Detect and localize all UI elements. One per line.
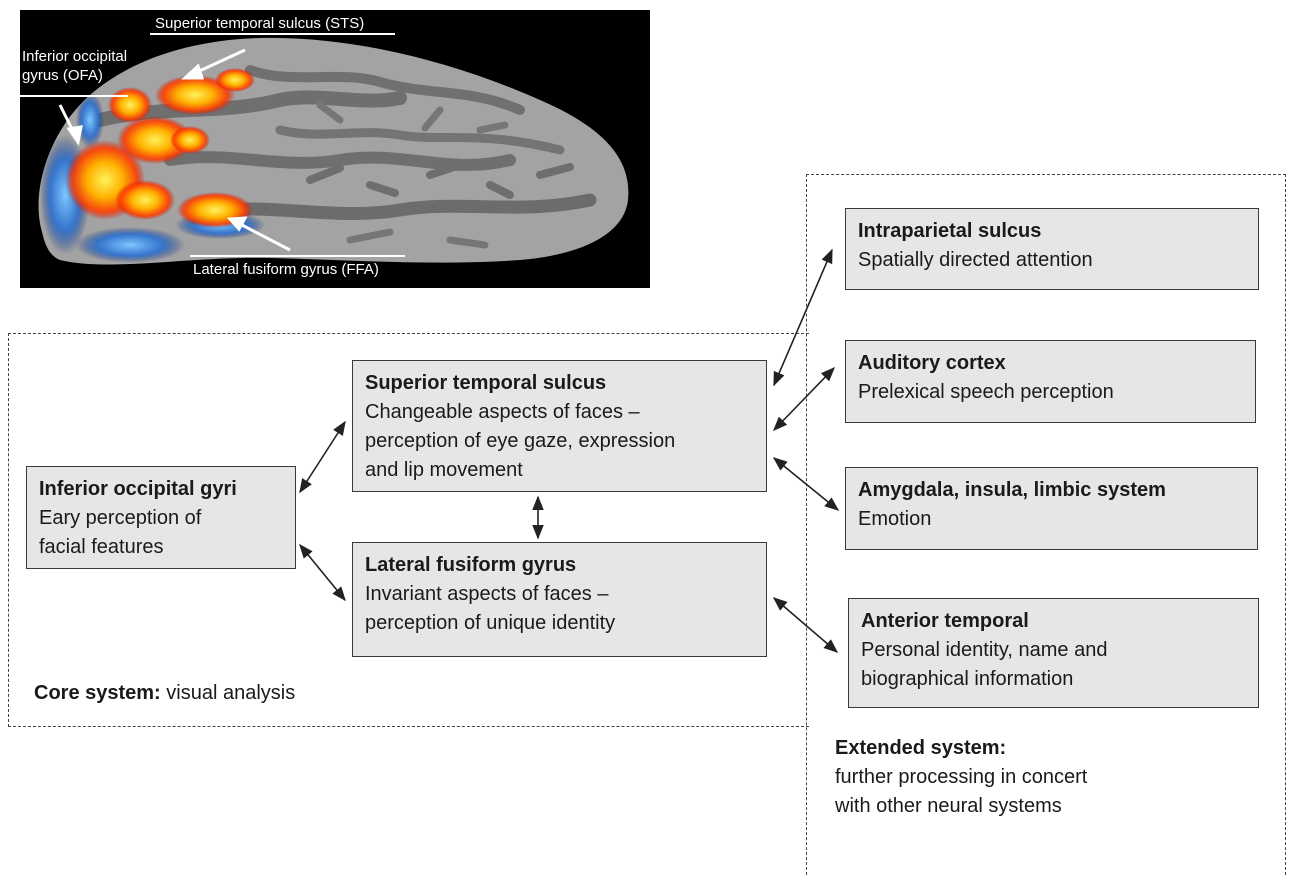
brain-surface-illustration [20, 33, 629, 265]
brain-label-ofa-line2: gyrus (OFA) [22, 67, 103, 84]
node-title: Amygdala, insula, limbic system [858, 479, 1166, 501]
node-inferior-occipital-gyri: Inferior occipital gyri Eary perception … [26, 466, 296, 569]
node-amygdala-insula-limbic: Amygdala, insula, limbic system Emotion [845, 467, 1258, 550]
node-description: Changeable aspects of faces – perception… [365, 401, 676, 481]
core-system-label-rest: visual analysis [160, 682, 296, 704]
node-title: Inferior occipital gyri [39, 478, 237, 500]
node-description: Eary perception of facial features [39, 507, 202, 558]
extended-system-label: Extended system: further processing in c… [835, 734, 1087, 821]
node-title: Anterior temporal [861, 610, 1029, 632]
extended-system-region [806, 174, 1286, 875]
core-system-label-bold: Core system: [34, 682, 161, 704]
node-intraparietal-sulcus: Intraparietal sulcus Spatially directed … [845, 208, 1259, 290]
brain-label-ffa: Lateral fusiform gyrus (FFA) [193, 261, 379, 278]
node-title: Lateral fusiform gyrus [365, 554, 577, 576]
node-superior-temporal-sulcus: Superior temporal sulcus Changeable aspe… [352, 360, 767, 492]
connection-arrows [299, 248, 840, 653]
node-description: Emotion [858, 508, 932, 530]
brain-activation-image: Superior temporal sulcus (STS) Inferior … [20, 10, 650, 288]
core-system-label: Core system: visual analysis [34, 679, 295, 708]
arrow-sts-ips [773, 248, 833, 387]
arrow-iog-lfg [299, 543, 346, 602]
extended-system-label-bold: Extended system: [835, 737, 1007, 759]
node-description: Invariant aspects of faces – perception … [365, 583, 616, 634]
arrow-sts-aud [772, 366, 836, 432]
node-description: Prelexical speech perception [858, 381, 1114, 403]
node-title: Auditory cortex [858, 352, 1006, 374]
node-auditory-cortex: Auditory cortex Prelexical speech percep… [845, 340, 1256, 423]
arrow-iog-sts [299, 420, 346, 494]
node-lateral-fusiform-gyrus: Lateral fusiform gyrus Invariant aspects… [352, 542, 767, 657]
node-anterior-temporal: Anterior temporal Personal identity, nam… [848, 598, 1259, 708]
arrow-lfg-ant [772, 597, 839, 653]
node-description: Spatially directed attention [858, 249, 1093, 271]
node-description: Personal identity, name and biographical… [861, 639, 1108, 690]
extended-system-label-desc: further processing in concert with other… [835, 766, 1088, 817]
brain-label-sts: Superior temporal sulcus (STS) [155, 15, 365, 32]
arrow-sts-amy [772, 457, 840, 511]
brain-label-ofa-line1: Inferior occipital [22, 48, 128, 65]
node-title: Intraparietal sulcus [858, 220, 1042, 242]
core-system-region [8, 333, 809, 727]
node-title: Superior temporal sulcus [365, 372, 607, 394]
